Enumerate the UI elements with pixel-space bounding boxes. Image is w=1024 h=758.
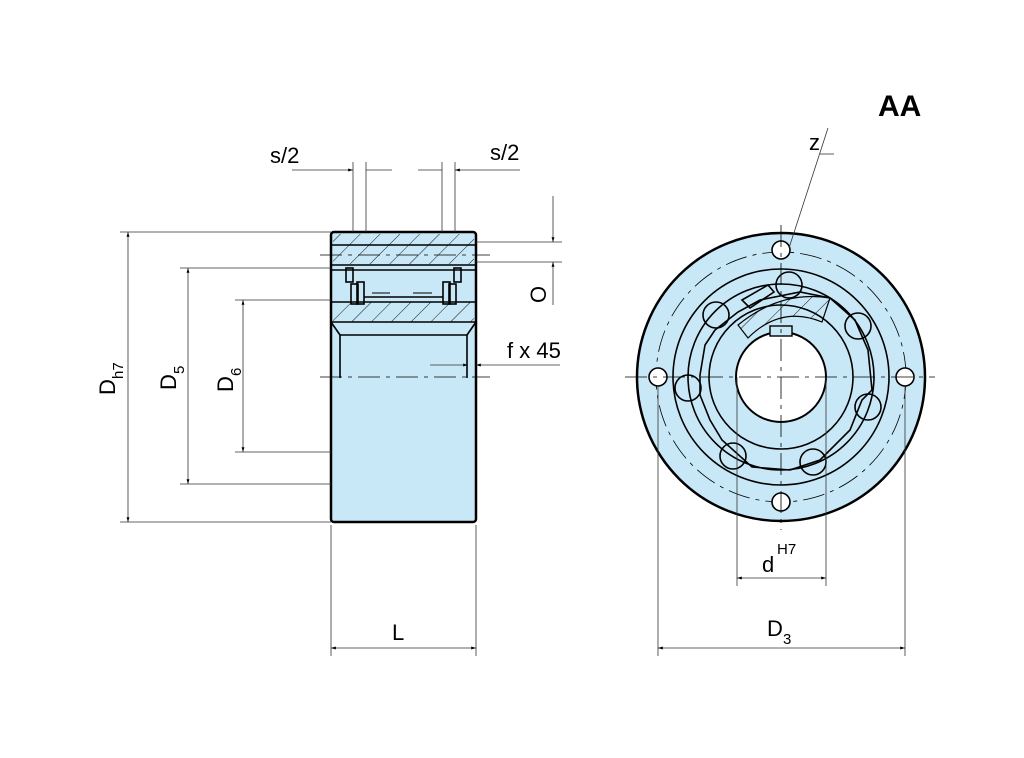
s2-left-label: s/2 — [270, 143, 299, 168]
front-view — [625, 225, 935, 530]
svg-text:h7: h7 — [110, 362, 127, 379]
svg-text:5: 5 — [171, 366, 188, 374]
rollers — [674, 271, 882, 476]
chamfer-label: f x 45 — [507, 338, 561, 363]
outer-ring-hatch — [333, 234, 474, 264]
front-dimensions: z d H7 D 3 — [657, 127, 906, 656]
d3-sub: 3 — [783, 631, 791, 648]
z-label: z — [809, 130, 820, 155]
variant-title: AA — [878, 90, 921, 123]
svg-text:D: D — [213, 376, 238, 392]
d-tolerance: H7 — [777, 541, 796, 558]
svg-text:D: D — [95, 379, 120, 395]
side-section-view — [320, 230, 490, 524]
side-dimensions: s/2 s/2 O f x 45 D h7 D 5 D 6 L — [95, 140, 562, 656]
o-label: O — [526, 286, 551, 303]
inner-ring-hatch — [333, 302, 474, 322]
d-label: d — [762, 552, 774, 577]
d5-label: D 5 — [156, 366, 188, 390]
l-label: L — [392, 620, 404, 645]
d3-label: D — [767, 616, 783, 641]
svg-text:6: 6 — [228, 368, 245, 376]
s2-right-label: s/2 — [490, 140, 519, 165]
dh7-label: D h7 — [95, 362, 127, 395]
svg-text:D: D — [156, 374, 181, 390]
d6-label: D 6 — [213, 368, 245, 392]
